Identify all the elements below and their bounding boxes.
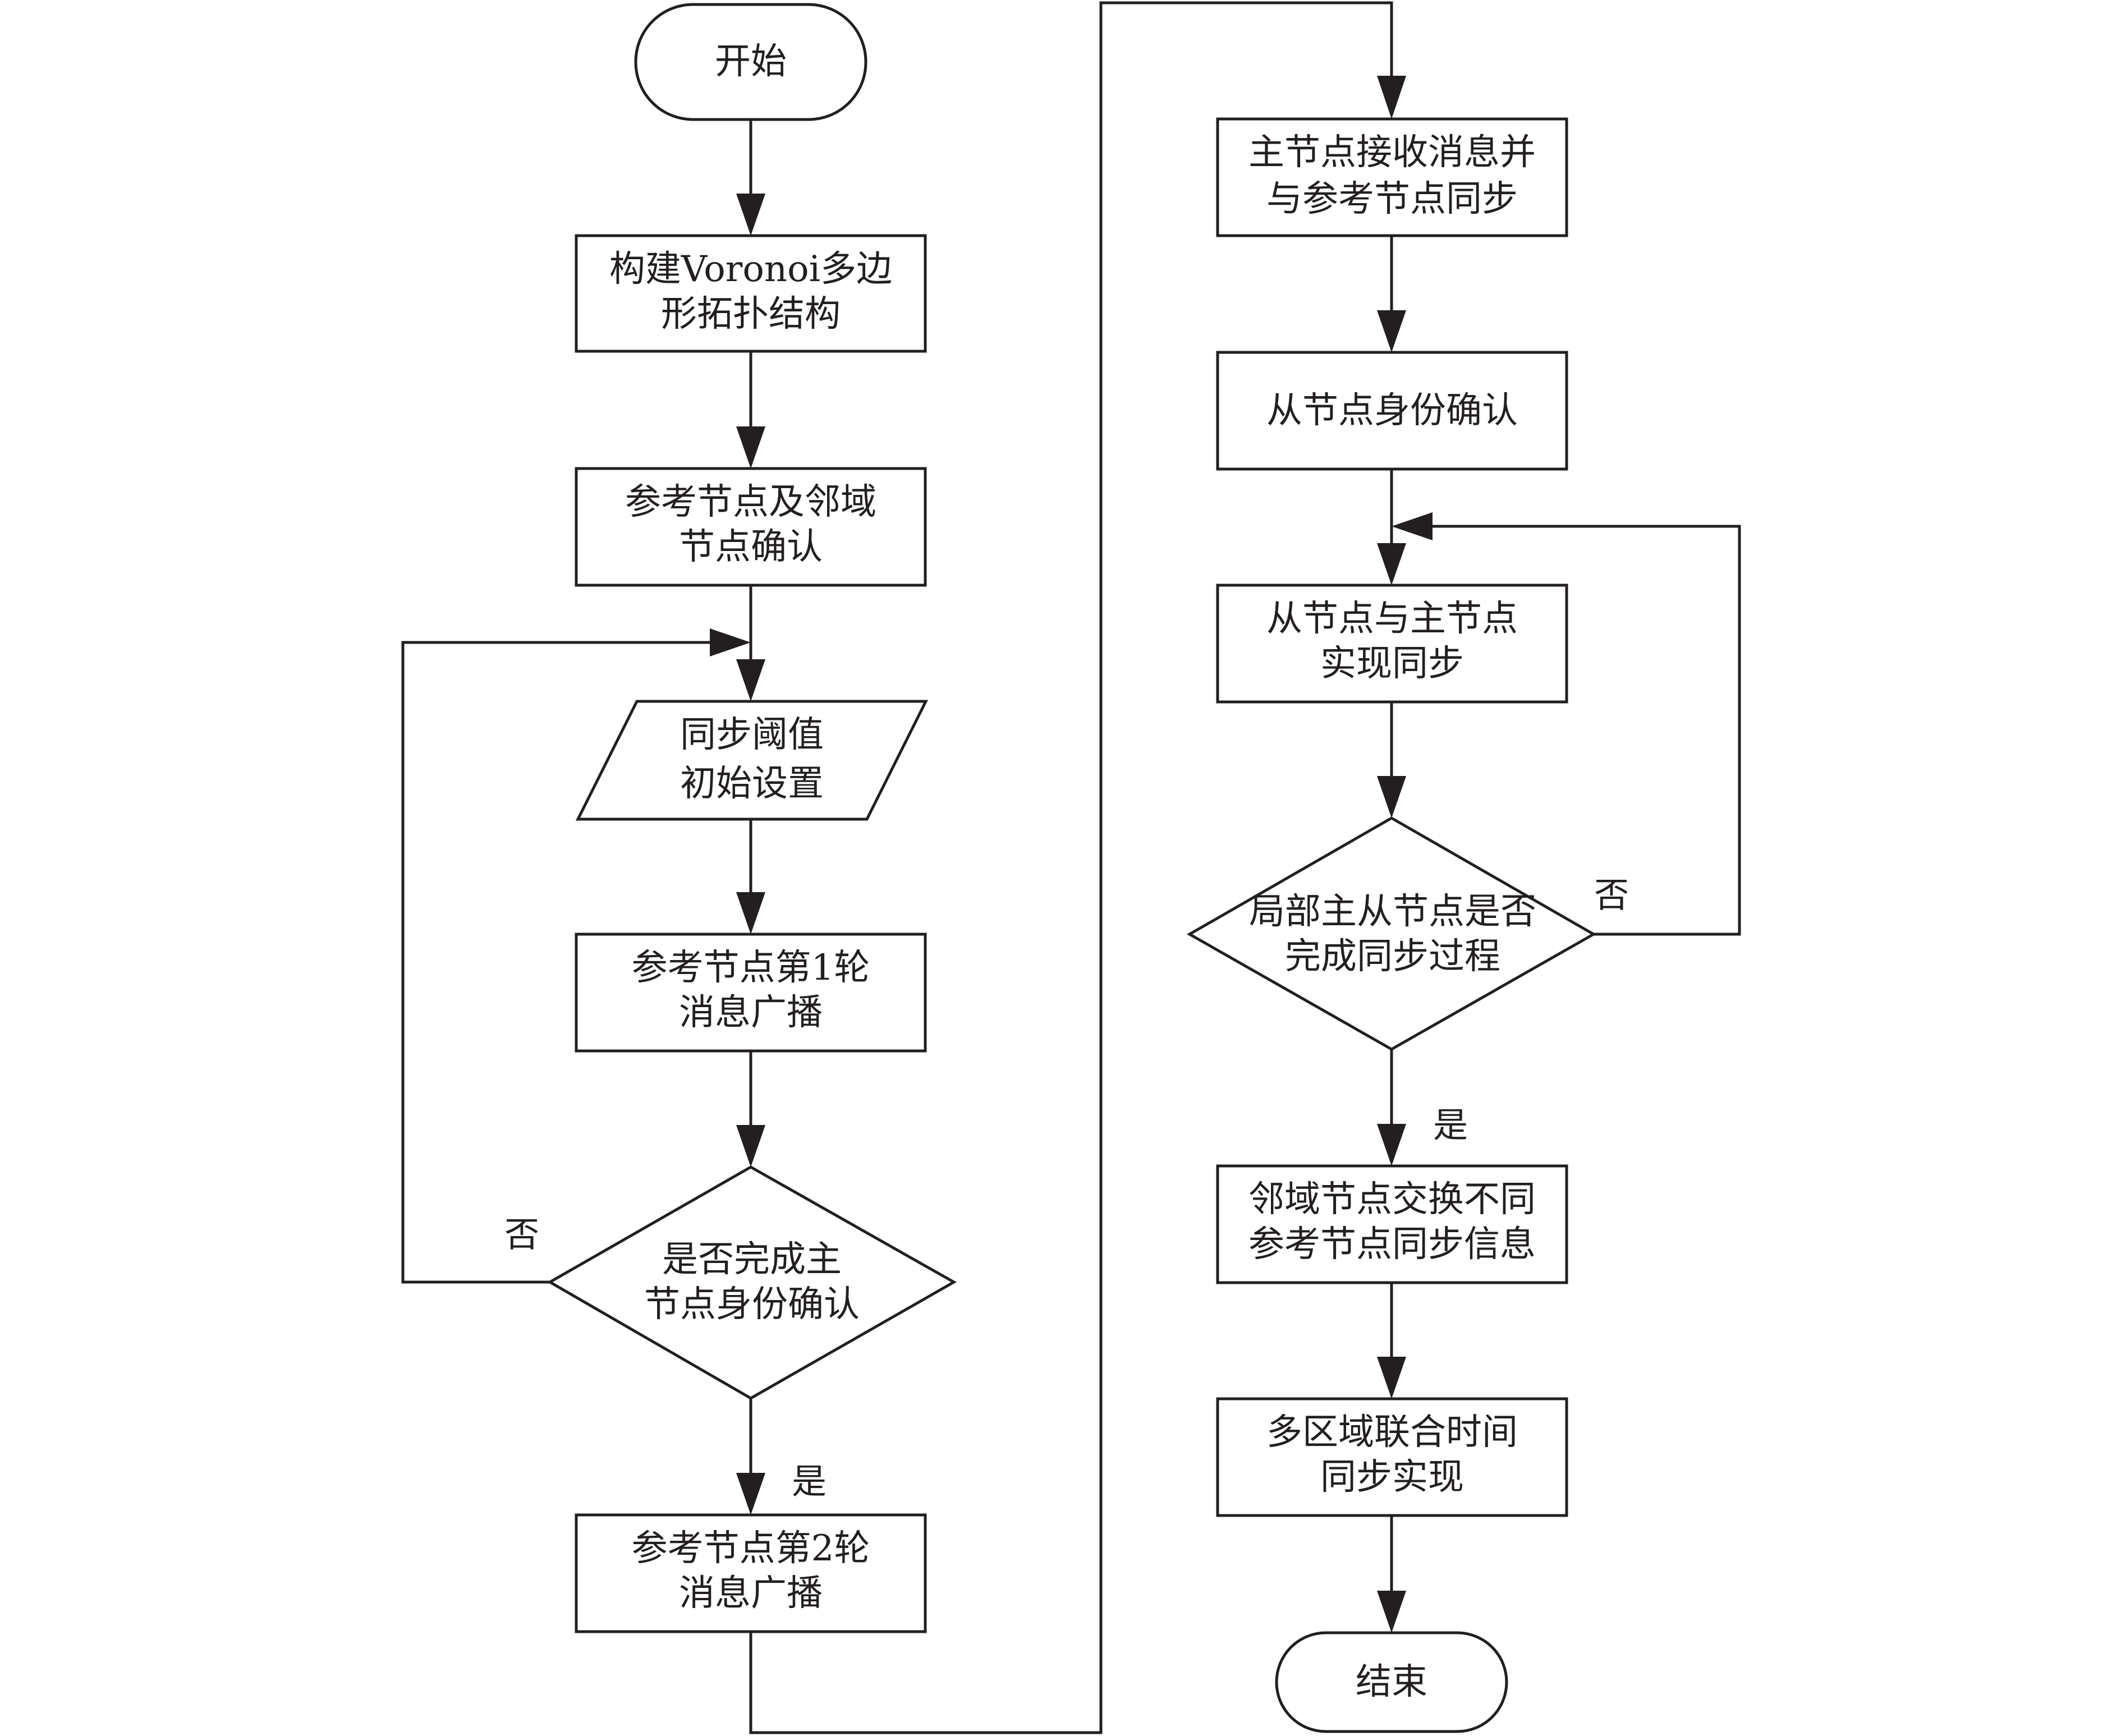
decision1-yes-label: 是 bbox=[792, 1461, 827, 1502]
multi-region-sync-box bbox=[1216, 1397, 1568, 1517]
arrowhead bbox=[1377, 776, 1406, 818]
reference-confirm-label-2: 节点确认 bbox=[679, 526, 823, 568]
threshold-label-1: 同步阈值 bbox=[680, 714, 824, 756]
arrowhead bbox=[736, 892, 765, 934]
start-label: 开始 bbox=[715, 41, 787, 82]
broadcast-round2-label-1: 参考节点第2轮 bbox=[632, 1528, 870, 1569]
arrowhead bbox=[736, 1473, 765, 1515]
slave-sync-label-1: 从节点与主节点 bbox=[1266, 598, 1518, 640]
threshold-label-2: 初始设置 bbox=[680, 763, 824, 805]
threshold-setting-io bbox=[575, 700, 929, 821]
multi-region-sync-label-2: 同步实现 bbox=[1320, 1457, 1464, 1498]
arrowhead bbox=[736, 659, 765, 701]
broadcast-round1-label-1: 参考节点第1轮 bbox=[632, 947, 870, 989]
identity-decision-label-1: 是否完成主 bbox=[662, 1239, 842, 1280]
sync-complete-decision bbox=[1186, 816, 1597, 1051]
identity-decision-label-2: 节点身份确认 bbox=[644, 1284, 860, 1325]
broadcast-round1-box bbox=[575, 933, 927, 1053]
connector-left-to-right-column bbox=[749, 1, 1393, 1734]
reference-confirm-label-1: 参考节点及邻域 bbox=[625, 481, 876, 523]
build-topology-label-1: 构建Voronoi多边 bbox=[609, 249, 892, 290]
broadcast-round1-label-2: 消息广播 bbox=[679, 992, 823, 1034]
slave-confirm-label: 从节点身份确认 bbox=[1266, 390, 1518, 431]
decision2-no-label: 否 bbox=[1594, 875, 1629, 916]
arrowhead bbox=[736, 426, 765, 469]
arrowhead bbox=[1377, 1357, 1406, 1399]
exchange-info-box bbox=[1216, 1164, 1568, 1284]
arrowhead bbox=[1377, 1124, 1406, 1166]
build-topology-box bbox=[575, 234, 927, 353]
exchange-info-label-1: 邻域节点交换不同 bbox=[1248, 1179, 1536, 1220]
broadcast-round2-box bbox=[575, 1513, 927, 1633]
slave-confirm-box bbox=[1216, 351, 1568, 471]
arrowhead bbox=[1377, 1591, 1406, 1633]
arrowhead bbox=[736, 194, 765, 236]
identity-decision bbox=[547, 1165, 957, 1400]
arrowhead bbox=[736, 1125, 765, 1167]
master-receive-box bbox=[1216, 117, 1568, 237]
arrowhead bbox=[710, 628, 751, 656]
arrowhead bbox=[1377, 310, 1406, 352]
slave-sync-label-2: 实现同步 bbox=[1320, 643, 1464, 685]
broadcast-round2-label-2: 消息广播 bbox=[679, 1573, 823, 1614]
decision1-no-label: 否 bbox=[504, 1214, 539, 1255]
decision2-yes-label: 是 bbox=[1433, 1105, 1468, 1146]
sync-complete-label-2: 完成同步过程 bbox=[1285, 936, 1500, 977]
multi-region-sync-label-1: 多区域联合时间 bbox=[1266, 1412, 1518, 1453]
master-receive-label-2: 与参考节点同步 bbox=[1266, 178, 1518, 220]
sync-complete-label-1: 局部主从节点是否 bbox=[1249, 891, 1536, 933]
connector-decision2-no-loop bbox=[1433, 525, 1741, 936]
arrowhead bbox=[1392, 512, 1433, 540]
end-label: 结束 bbox=[1356, 1661, 1427, 1703]
exchange-info-label-2: 参考节点同步信息 bbox=[1248, 1224, 1536, 1265]
master-receive-label-1: 主节点接收消息并 bbox=[1248, 132, 1536, 173]
end-terminal bbox=[1275, 1631, 1508, 1733]
build-topology-label-2: 形拓扑结构 bbox=[661, 293, 841, 335]
arrowhead bbox=[1377, 543, 1406, 585]
arrowhead bbox=[1377, 76, 1406, 119]
connector-decision1-no-loop bbox=[401, 641, 710, 1284]
